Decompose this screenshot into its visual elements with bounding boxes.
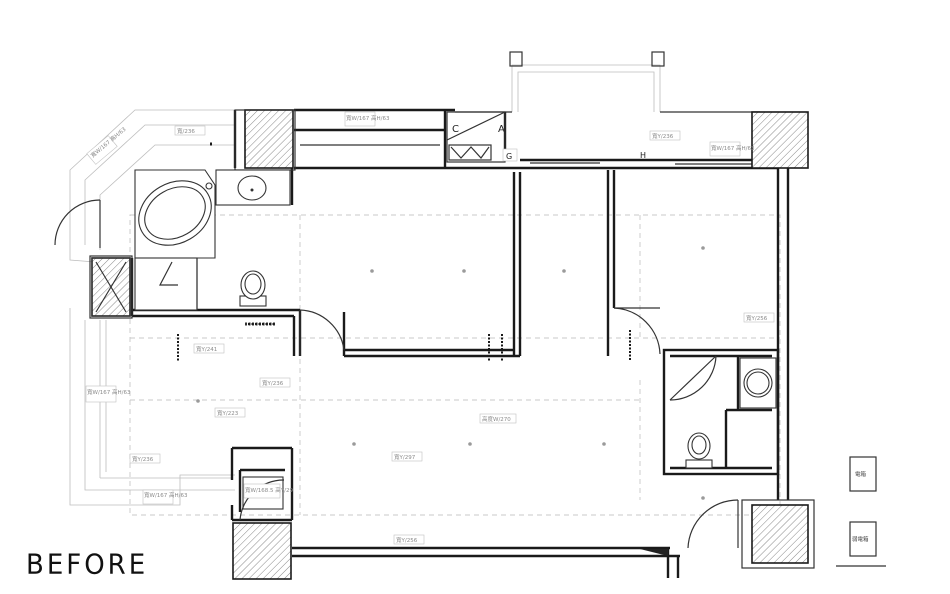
outlets: [177, 142, 631, 362]
dim-tag-223: 寬Y/223: [217, 409, 239, 417]
door-mark-a: A: [498, 124, 505, 135]
dim-tag-256-right: 寬Y/256: [746, 314, 768, 322]
dim-tag-entry: 寬W/168.5 高Y/29: [245, 486, 293, 494]
utility-closet: C A G H: [446, 111, 646, 163]
side-label-low-voltage-box: 弱電箱: [852, 535, 869, 543]
guest-bath-fixtures: [242, 357, 777, 510]
dim-tag-top-window: 寬W/167 高H/63: [346, 114, 390, 122]
dim-tag-256-bottom: 寬Y/256: [396, 536, 418, 544]
door-mark-h: H: [640, 151, 646, 160]
door-mark-g: G: [506, 152, 512, 161]
dim-tag-top-right: 寬Y/236: [652, 132, 674, 140]
dim-tag-height-270: 高度W/270: [482, 415, 511, 423]
ceiling-lines: [129, 214, 781, 516]
side-legend: 電箱 弱電箱: [836, 456, 886, 567]
dim-tag-bottom-bay: 寬W/167 高H/63: [144, 491, 188, 499]
dimension-tags: 寬W/167 高H/63 寬W/167 高H/63 寬W/167 高H/63 寬…: [85, 111, 775, 545]
dim-tag-297: 寬Y/297: [394, 453, 416, 461]
structural-columns: [91, 109, 809, 580]
dim-tag-right-window: 寬W/167 高H/63: [711, 144, 755, 152]
drawing-title: BEFORE: [26, 549, 149, 581]
dim-tag-left-window: 寬W/167 高H/63: [87, 388, 131, 396]
dim-tag-bath-241: 寬Y/241: [196, 345, 217, 353]
dim-tag-236: 寬Y/236: [262, 379, 284, 387]
door-swings: [54, 199, 739, 549]
master-bath-fixtures: [91, 169, 291, 326]
side-label-electrical-box: 電箱: [855, 470, 867, 478]
light-points: [196, 246, 705, 500]
door-mark-c: C: [452, 124, 459, 135]
walls: [130, 108, 790, 578]
top-balcony: [455, 51, 760, 113]
dim-tag-bay-width: 寬/236: [177, 127, 195, 135]
dim-tag-236-left: 寬Y/236: [132, 455, 154, 463]
